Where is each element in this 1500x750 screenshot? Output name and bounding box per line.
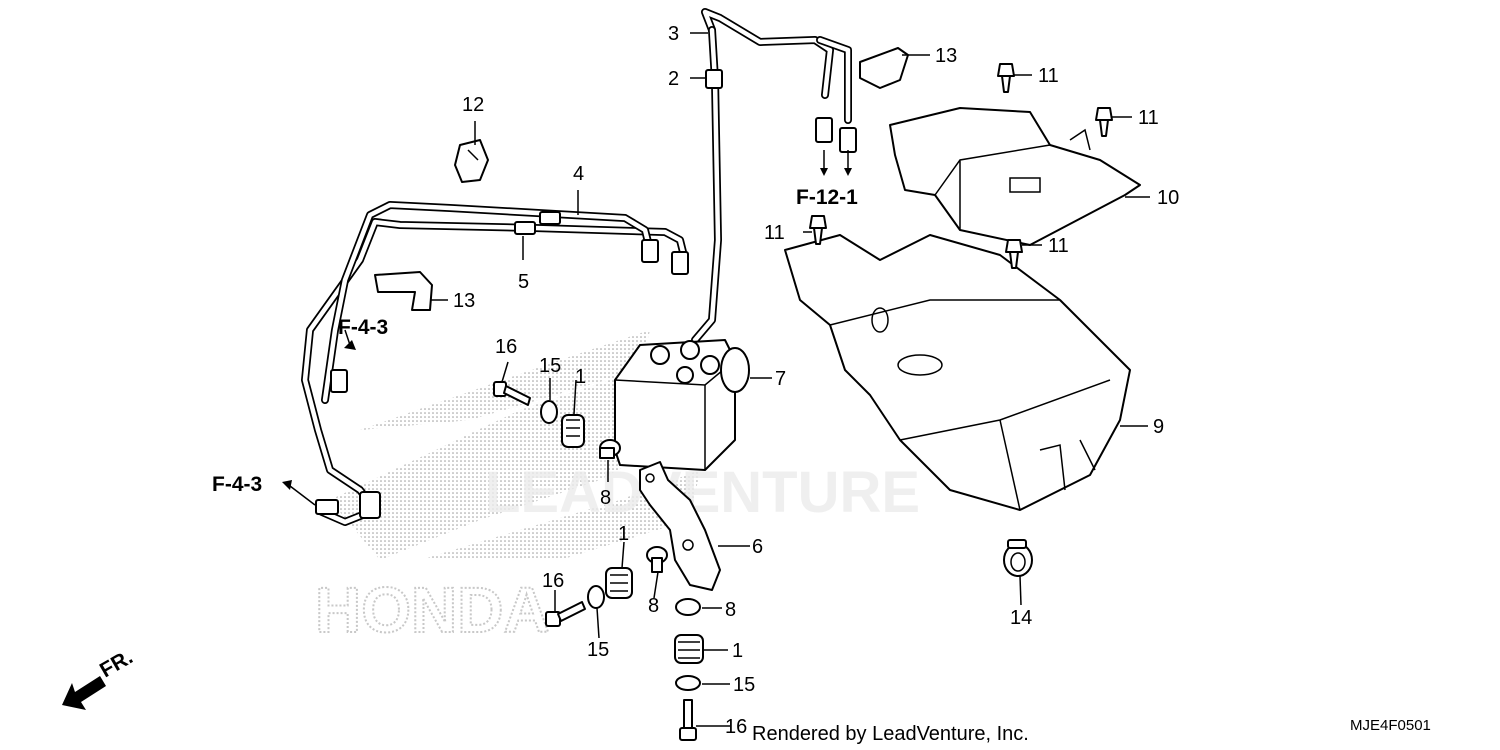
- callout-5[interactable]: 5: [518, 271, 529, 293]
- callout-8-middle[interactable]: 8: [648, 595, 659, 617]
- callout-9[interactable]: 9: [1153, 416, 1164, 438]
- part-screw-11-b[interactable]: [1095, 107, 1113, 137]
- part-washer-lower[interactable]: [675, 675, 701, 691]
- part-bracket[interactable]: [639, 461, 721, 591]
- part-brake-pipe-upper[interactable]: [691, 8, 857, 344]
- callout-13-left[interactable]: 13: [453, 290, 475, 312]
- callout-11-c[interactable]: 11: [764, 222, 785, 244]
- callout-7[interactable]: 7: [775, 368, 786, 390]
- callout-1-upper[interactable]: 1: [575, 366, 586, 388]
- callout-8-lower[interactable]: 8: [725, 599, 736, 621]
- honda-wing-watermark: [330, 330, 700, 560]
- part-screw-11-d[interactable]: [1005, 239, 1023, 269]
- callout-11-b[interactable]: 11: [1138, 107, 1159, 129]
- reference-f-4-3-lower[interactable]: F-4-3: [212, 473, 262, 496]
- honda-watermark-text: HONDA: [315, 574, 550, 646]
- part-bolt-middle[interactable]: [545, 601, 586, 627]
- callout-16-upper[interactable]: 16: [495, 336, 517, 358]
- callout-1-middle[interactable]: 1: [618, 523, 629, 545]
- callout-8-upper[interactable]: 8: [600, 487, 611, 509]
- part-cover-10[interactable]: [889, 107, 1141, 246]
- part-abs-modulator[interactable]: [614, 339, 750, 471]
- callout-2[interactable]: 2: [668, 68, 679, 90]
- callout-15-middle[interactable]: 15: [587, 639, 609, 661]
- part-clip-13-right[interactable]: [859, 47, 909, 89]
- part-bolt-lower[interactable]: [679, 699, 697, 741]
- part-collar-lower[interactable]: [675, 598, 701, 616]
- part-washer-middle[interactable]: [587, 585, 605, 609]
- callout-16-lower[interactable]: 16: [725, 716, 747, 738]
- part-rubber-mount-middle[interactable]: [605, 567, 633, 599]
- part-collar-middle[interactable]: [646, 546, 668, 573]
- reference-f-12-1[interactable]: F-12-1: [796, 186, 858, 209]
- reference-f-4-3-upper[interactable]: F-4-3: [338, 316, 388, 339]
- callout-4[interactable]: 4: [573, 163, 584, 185]
- callout-16-middle[interactable]: 16: [542, 570, 564, 592]
- part-screw-11-a[interactable]: [997, 63, 1015, 93]
- part-clip-13-left[interactable]: [374, 271, 433, 311]
- direction-label: FR.: [96, 645, 137, 682]
- callout-14[interactable]: 14: [1010, 607, 1032, 629]
- diagram-code: MJE4F0501: [1350, 717, 1431, 734]
- part-clip-12[interactable]: [454, 139, 489, 183]
- leader-lines: [282, 32, 1150, 727]
- callout-11-a[interactable]: 11: [1038, 65, 1059, 87]
- part-bolt-upper[interactable]: [493, 381, 531, 406]
- part-band-14[interactable]: [1003, 539, 1033, 577]
- callout-15-upper[interactable]: 15: [539, 355, 561, 377]
- part-rubber-mount-upper[interactable]: [561, 414, 585, 448]
- callout-13-right[interactable]: 13: [935, 45, 957, 67]
- part-tray-9[interactable]: [784, 234, 1131, 511]
- part-screw-11-c[interactable]: [809, 215, 827, 245]
- part-rubber-mount-lower[interactable]: [674, 634, 704, 664]
- part-brake-pipe-left[interactable]: [301, 201, 689, 526]
- part-collar-upper[interactable]: [599, 439, 621, 459]
- part-washer-upper[interactable]: [540, 400, 558, 424]
- callout-3[interactable]: 3: [668, 23, 679, 45]
- callout-10[interactable]: 10: [1157, 187, 1179, 209]
- callout-11-d[interactable]: 11: [1048, 235, 1069, 257]
- footer-credit: Rendered by LeadVenture, Inc.: [752, 723, 1029, 745]
- callout-15-lower[interactable]: 15: [733, 674, 755, 696]
- callout-6[interactable]: 6: [752, 536, 763, 558]
- callout-1-lower[interactable]: 1: [732, 640, 743, 662]
- callout-12[interactable]: 12: [462, 94, 484, 116]
- front-direction-arrow-icon: [62, 676, 106, 710]
